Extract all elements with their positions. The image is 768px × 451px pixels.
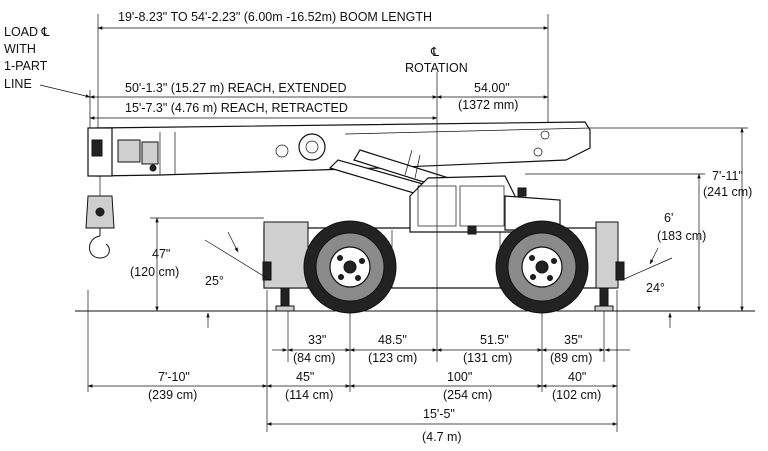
front-overhang-label: 7'-10" bbox=[158, 370, 190, 384]
front-height-metric: (120 cm) bbox=[130, 265, 179, 279]
crane-illustration bbox=[75, 121, 755, 314]
wheelbase-label: 100" bbox=[447, 370, 472, 384]
dimension-lines bbox=[39, 14, 748, 432]
dim-40-label: 40" bbox=[568, 370, 586, 384]
overall-length-metric: (4.7 m) bbox=[422, 430, 462, 444]
departure-angle-label: 24° bbox=[646, 281, 665, 295]
load-centerline-label-2: WITH bbox=[4, 42, 36, 56]
dim-35-metric: (89 cm) bbox=[550, 351, 592, 365]
dimension-labels: 19'-8.23" TO 54'-2.23" (6.00m -16.52m) B… bbox=[4, 10, 752, 444]
dim-40-metric: (102 cm) bbox=[552, 388, 601, 402]
reach-retracted-label: 15'-7.3" (4.76 m) REACH, RETRACTED bbox=[125, 101, 348, 115]
dim-33-metric: (84 cm) bbox=[293, 351, 335, 365]
reach-extended-label: 50'-1.3" (15.27 m) REACH, EXTENDED bbox=[125, 81, 346, 95]
dim-45-label: 45" bbox=[296, 370, 314, 384]
rotation-label: ROTATION bbox=[405, 61, 468, 75]
dim-35-label: 35" bbox=[564, 333, 582, 347]
rear-wheel bbox=[495, 220, 589, 314]
rotation-centerline-symbol: ℄ bbox=[430, 45, 439, 59]
overall-length-label: 15'-5" bbox=[423, 407, 455, 421]
dim-48-metric: (123 cm) bbox=[368, 351, 417, 365]
rotation-offset-label: 54.00" bbox=[474, 81, 510, 95]
rotation-offset-metric: (1372 mm) bbox=[458, 98, 518, 112]
dim-45-metric: (114 cm) bbox=[285, 388, 333, 402]
load-centerline-label-3: 1-PART bbox=[4, 59, 48, 73]
boom-length-label: 19'-8.23" TO 54'-2.23" (6.00m -16.52m) B… bbox=[118, 10, 432, 24]
hook-block bbox=[85, 176, 115, 259]
load-centerline-label-1: LOAD ℄ bbox=[4, 25, 50, 39]
dim-51-metric: (131 cm) bbox=[463, 351, 512, 365]
front-wheel bbox=[303, 220, 397, 314]
overall-height-metric: (241 cm) bbox=[703, 185, 752, 199]
boom bbox=[87, 121, 591, 177]
overall-height-label: 7'-11" bbox=[712, 169, 743, 183]
cab-height-metric: (183 cm) bbox=[657, 229, 706, 243]
dim-48-label: 48.5" bbox=[378, 333, 407, 347]
front-height-label: 47" bbox=[152, 247, 170, 261]
front-overhang-metric: (239 cm) bbox=[148, 388, 197, 402]
cab-height-label: 6' bbox=[664, 211, 673, 225]
wheelbase-metric: (254 cm) bbox=[443, 388, 492, 402]
load-centerline-label-4: LINE bbox=[4, 77, 32, 91]
dim-51-label: 51.5" bbox=[480, 333, 509, 347]
approach-angle-label: 25° bbox=[205, 274, 224, 288]
dim-33-label: 33" bbox=[308, 333, 326, 347]
